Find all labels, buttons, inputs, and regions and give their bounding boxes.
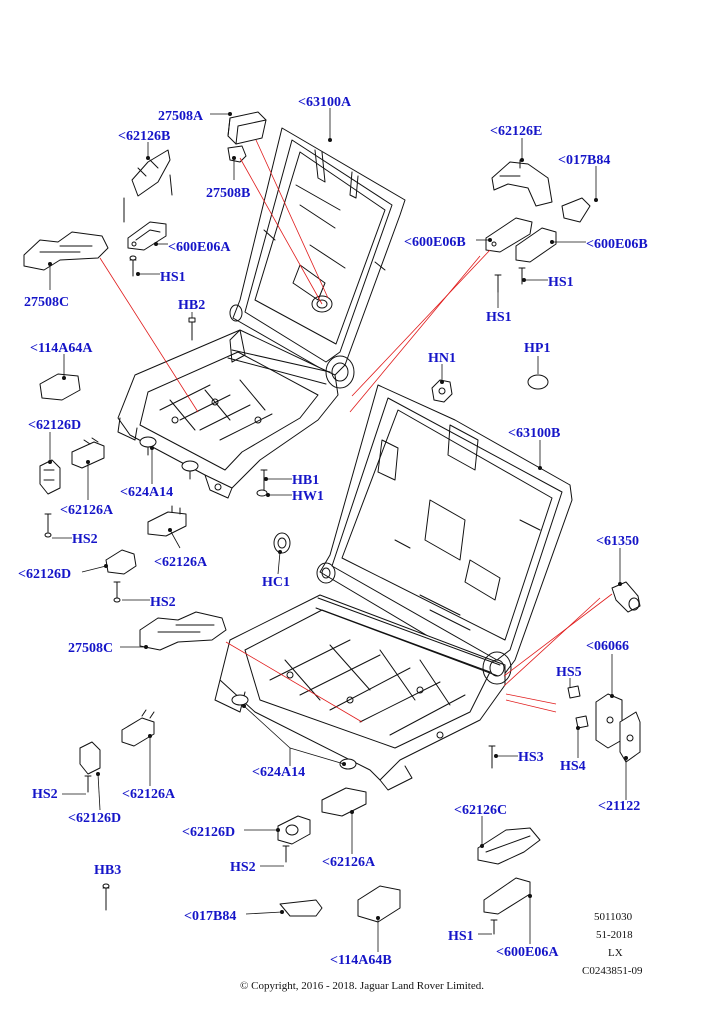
label-63100a: <63100A (298, 95, 352, 110)
label-61350: <61350 (596, 534, 639, 549)
label-114a64a: <114A64A (30, 341, 93, 356)
callout-lines (99, 139, 613, 723)
label-62126c: <62126C (454, 803, 507, 818)
label-hs2: HS2 (230, 860, 256, 875)
label-62126d: <62126D (18, 567, 71, 582)
label-600e06a: <600E06A (496, 945, 559, 960)
label-hs1: HS1 (448, 929, 474, 944)
leader-lines (48, 108, 628, 952)
label-600e06a: <600E06A (168, 240, 231, 255)
label-600e06b: <600E06B (404, 235, 466, 250)
label-21122: <21122 (598, 799, 640, 814)
label-hs2: HS2 (72, 532, 98, 547)
label-06066: <06066 (586, 639, 629, 654)
code-line-3: LX (608, 947, 623, 959)
label-27508c: 27508C (68, 641, 113, 656)
label-hb2: HB2 (178, 298, 205, 313)
copyright-notice: © Copyright, 2016 - 2018. Jaguar Land Ro… (240, 980, 484, 992)
label-63100b: <63100B (508, 426, 560, 441)
code-line-2: 51-2018 (596, 929, 633, 941)
label-hb3: HB3 (94, 863, 121, 878)
label-hs2: HS2 (32, 787, 58, 802)
label-62126d: <62126D (182, 825, 235, 840)
label-27508b: 27508B (206, 186, 250, 201)
label-62126a: <62126A (154, 555, 208, 570)
label-62126d: <62126D (28, 418, 81, 433)
label-27508c: 27508C (24, 295, 69, 310)
label-hs5: HS5 (556, 665, 582, 680)
label-hw1: HW1 (292, 489, 324, 504)
label-624a14: <624A14 (252, 765, 305, 780)
label-27508a: 27508A (158, 109, 204, 124)
label-hs2: HS2 (150, 595, 176, 610)
label-hs1: HS1 (548, 275, 574, 290)
label-hb1: HB1 (292, 473, 319, 488)
seat-frame-lower (214, 384, 573, 791)
small-parts (23, 111, 641, 935)
label-624a14: <624A14 (120, 485, 173, 500)
label-62126a: <62126A (322, 855, 376, 870)
label-hn1: HN1 (428, 351, 456, 366)
label-62126a: <62126A (122, 787, 176, 802)
label-62126b: <62126B (118, 129, 170, 144)
label-hs1: HS1 (160, 270, 186, 285)
label-hs3: HS3 (518, 750, 544, 765)
code-line-4: C0243851-09 (582, 965, 643, 977)
seat-frame-upper (117, 127, 406, 499)
label-62126a: <62126A (60, 503, 114, 518)
code-line-1: 5011030 (594, 911, 633, 923)
label-hs1: HS1 (486, 310, 512, 325)
drawing-codes: 5011030 51-2018 LX C0243851-09 (582, 911, 643, 977)
label-hc1: HC1 (262, 575, 290, 590)
part-labels: 27508A <63100A <62126B 27508B <600E06A H… (18, 95, 648, 968)
label-62126e: <62126E (490, 124, 542, 139)
label-62126d: <62126D (68, 811, 121, 826)
label-017b84: <017B84 (558, 153, 610, 168)
label-600e06b: <600E06B (586, 237, 648, 252)
label-017b84: <017B84 (184, 909, 236, 924)
label-114a64b: <114A64B (330, 953, 392, 968)
label-hp1: HP1 (524, 341, 550, 356)
label-hs4: HS4 (560, 759, 586, 774)
